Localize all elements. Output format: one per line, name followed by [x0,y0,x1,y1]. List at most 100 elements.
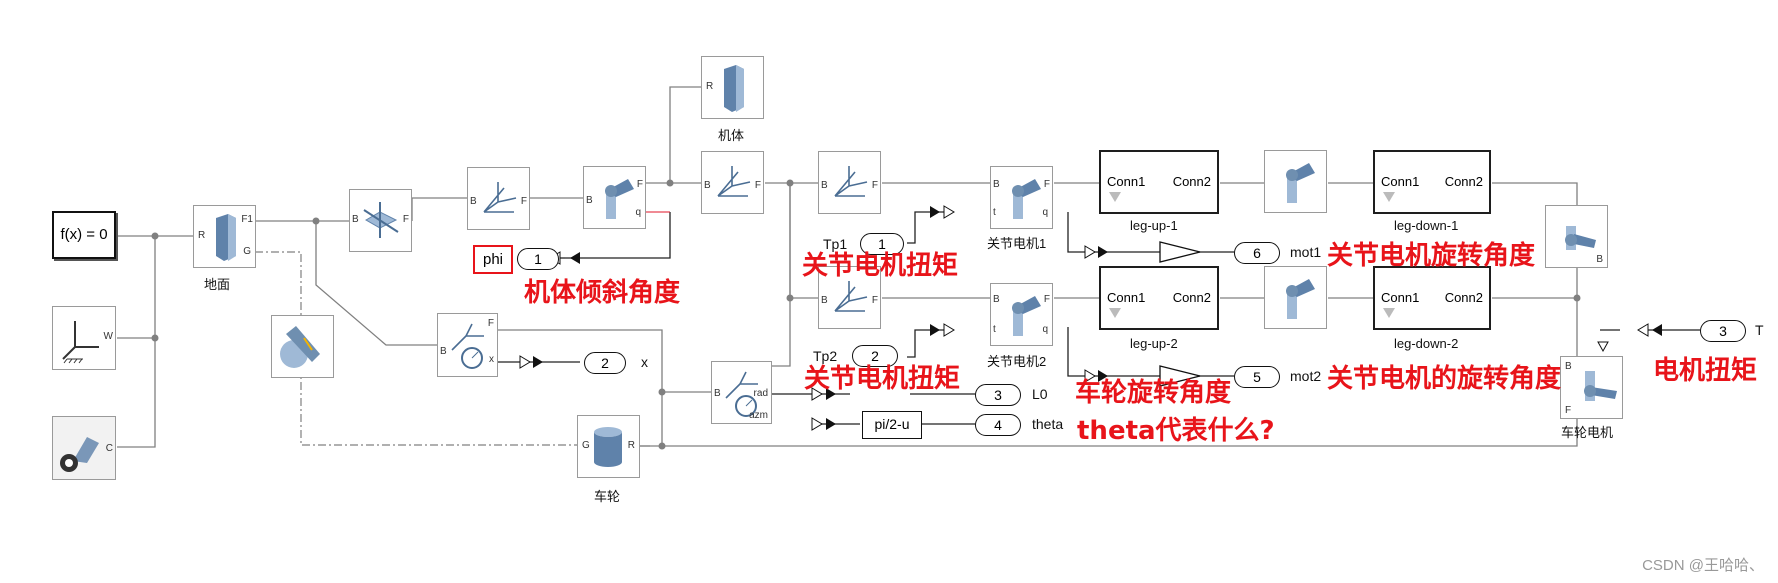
port-label-f1: F1 [241,214,253,225]
revolute-joint-body[interactable]: B F q [583,166,646,229]
down-arrow-icon [1109,192,1121,202]
annotation-joint-rotation-2: 关节电机的旋转角度 [1327,364,1562,394]
port-label-f: F [1565,405,1572,416]
solid-body-icon [724,65,744,112]
leg-up-1-subsystem[interactable]: Conn1 Conn2 [1099,150,1219,214]
port-label-f: F [754,180,761,191]
leg-down-2-subsystem[interactable]: Conn1 Conn2 [1373,266,1491,330]
solver-configuration-block[interactable]: f(x) = 0 [52,211,116,259]
transform-sensor-l0-theta[interactable]: B rad azm [711,361,772,424]
ground-caption: 地面 [204,277,231,292]
body-caption: 机体 [718,128,745,143]
knee-joint-1-block[interactable] [1264,150,1327,213]
port-label-t: t [993,324,996,335]
annotation-theta-question: theta代表什么? [1077,416,1275,446]
revolute-joint-icon [1584,371,1617,401]
port-label-f: F [487,318,494,329]
port-label-b: B [704,180,711,191]
joint-motor-2-block[interactable]: B t F q [990,283,1053,346]
annotation-wheel-rotation: 车轮旋转角度 [1075,378,1232,408]
port-label-f: F [871,295,878,306]
conn1-label: Conn1 [1107,290,1146,305]
conn1-label: Conn1 [1381,174,1420,189]
phi-label-box: phi [473,245,513,274]
fcn-block[interactable]: pi/2-u [862,411,922,439]
world-frame-icon [62,321,99,364]
joint-motor-2-caption: 关节电机2 [987,354,1047,369]
port-label-f: F [1043,179,1050,190]
port-label-w: W [103,331,113,342]
port-label-c: C [105,443,113,454]
rigid-transform-block-4[interactable]: B F [818,151,881,214]
inport-tp1-name: Tp1 [823,236,848,252]
port-label-b: B [470,196,477,207]
annotation-motor-torque: 电机扭矩 [1653,356,1758,386]
annotation-body-tilt: 机体倾斜角度 [524,278,681,308]
leg-up-2-subsystem[interactable]: Conn1 Conn2 [1099,266,1219,330]
leg-down-1-subsystem[interactable]: Conn1 Conn2 [1373,150,1491,214]
leg-down-1-caption: leg-down-1 [1394,218,1459,233]
inport-3[interactable]: 3 [1700,320,1746,342]
rigid-transform-block-3[interactable]: B F [701,151,764,214]
port-label-f: F [1043,294,1050,305]
outport-3-name: L0 [1032,386,1048,402]
mechanism-configuration-block[interactable]: C [52,416,116,480]
outport-5[interactable]: 5 [1234,366,1280,388]
conn1-label: Conn1 [1381,290,1420,305]
port-label-b: B [714,388,721,399]
port-label-f: F [402,214,409,225]
joint-motor-1-caption: 关节电机1 [987,236,1047,251]
frame-transform-icon [834,281,868,312]
closing-joint-block[interactable]: B [1545,205,1608,268]
port-label-q: q [1042,207,1048,218]
outport-2[interactable]: 2 [584,352,626,374]
annotation-joint-torque-2: 关节电机扭矩 [804,364,961,394]
inport-2[interactable]: 2 [852,345,898,367]
revolute-joint-icon [1565,226,1596,250]
down-arrow-icon [1109,308,1121,318]
port-label-b: B [586,195,593,206]
port-label-r: R [198,230,206,241]
outport-6-name: mot1 [1290,244,1322,260]
annotation-joint-rotation-1: 关节电机旋转角度 [1327,241,1536,271]
rigid-transform-block-1[interactable]: B F [349,189,412,252]
revolute-joint-icon [1012,179,1041,219]
sensor-dial-icon [725,371,758,417]
revolute-joint-icon [1286,279,1315,319]
port-label-rad: rad [753,388,768,399]
port-label-x: x [489,354,494,365]
frame-transform-icon [483,182,517,213]
body-solid-block[interactable]: R [701,56,764,119]
port-label-b: B [821,295,828,306]
leg-up-1-caption: leg-up-1 [1130,218,1178,233]
frame-transform-icon [717,166,751,197]
port-label-q: q [635,207,641,218]
transform-sensor-x[interactable]: B F x [437,313,498,377]
wheel-caption: 车轮 [594,489,621,504]
wheel-solid-block[interactable]: G R [577,415,640,478]
annotation-joint-torque-1: 关节电机扭矩 [802,251,959,281]
revolute-joint-icon [605,179,634,219]
outport-1[interactable]: 1 [517,248,559,270]
joint-motor-1-block[interactable]: B t F q [990,166,1053,229]
conn2-label: Conn2 [1172,290,1211,305]
conn2-label: Conn2 [1444,290,1483,305]
outport-6[interactable]: 6 [1234,242,1280,264]
conn2-label: Conn2 [1172,174,1211,189]
port-label-r: R [627,440,635,451]
outport-3[interactable]: 3 [975,384,1021,406]
rigid-transform-block-2[interactable]: B F [467,167,530,230]
gear-icon [60,437,99,472]
ground-solid-block[interactable]: R F1 G [193,205,256,268]
wheel-motor-block[interactable]: B F [1560,356,1623,419]
knee-joint-2-block[interactable] [1264,266,1327,329]
inport-1[interactable]: 1 [860,233,904,255]
port-label-g: G [582,440,590,451]
world-frame-block[interactable]: W [52,306,116,370]
gravity-block[interactable] [271,315,334,378]
leg-up-2-caption: leg-up-2 [1130,336,1178,351]
conn1-label: Conn1 [1107,174,1146,189]
rigid-transform-block-5[interactable]: B F [818,266,881,329]
inport-tp2-name: Tp2 [813,348,838,364]
outport-4[interactable]: 4 [975,414,1021,436]
